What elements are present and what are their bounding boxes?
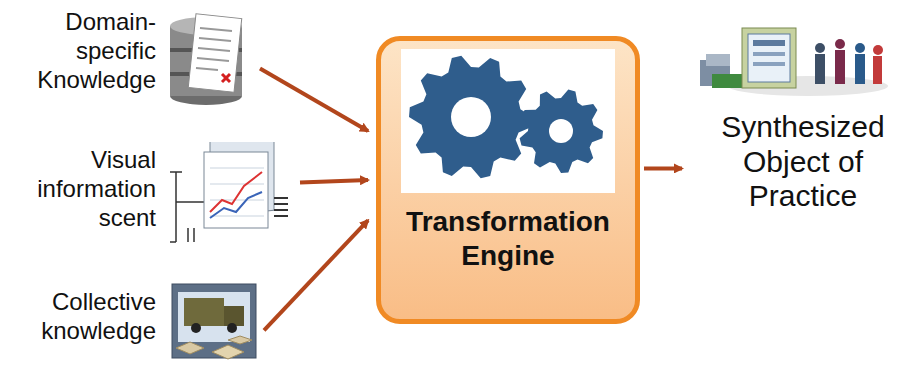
source-label: Visual information scent: [4, 146, 156, 232]
flow-arrow: [260, 68, 368, 131]
engine-title: Transformation Engine: [381, 205, 635, 272]
flow-arrow: [264, 220, 368, 330]
input-source: Collective knowledge: [4, 280, 260, 370]
flow-arrow: [644, 166, 682, 170]
input-source: Domain-specific Knowledge: [4, 4, 256, 108]
engine-box: Transformation Engine: [376, 36, 640, 324]
source-label: Domain-specific Knowledge: [4, 8, 156, 94]
flow-arrow: [300, 180, 368, 182]
input-source: Visual information scent: [4, 140, 296, 246]
output-label: Synthesized Object of Practice: [690, 110, 916, 214]
source-label: Collective knowledge: [4, 288, 156, 346]
output-object: Synthesized Object of Practice: [690, 62, 916, 268]
